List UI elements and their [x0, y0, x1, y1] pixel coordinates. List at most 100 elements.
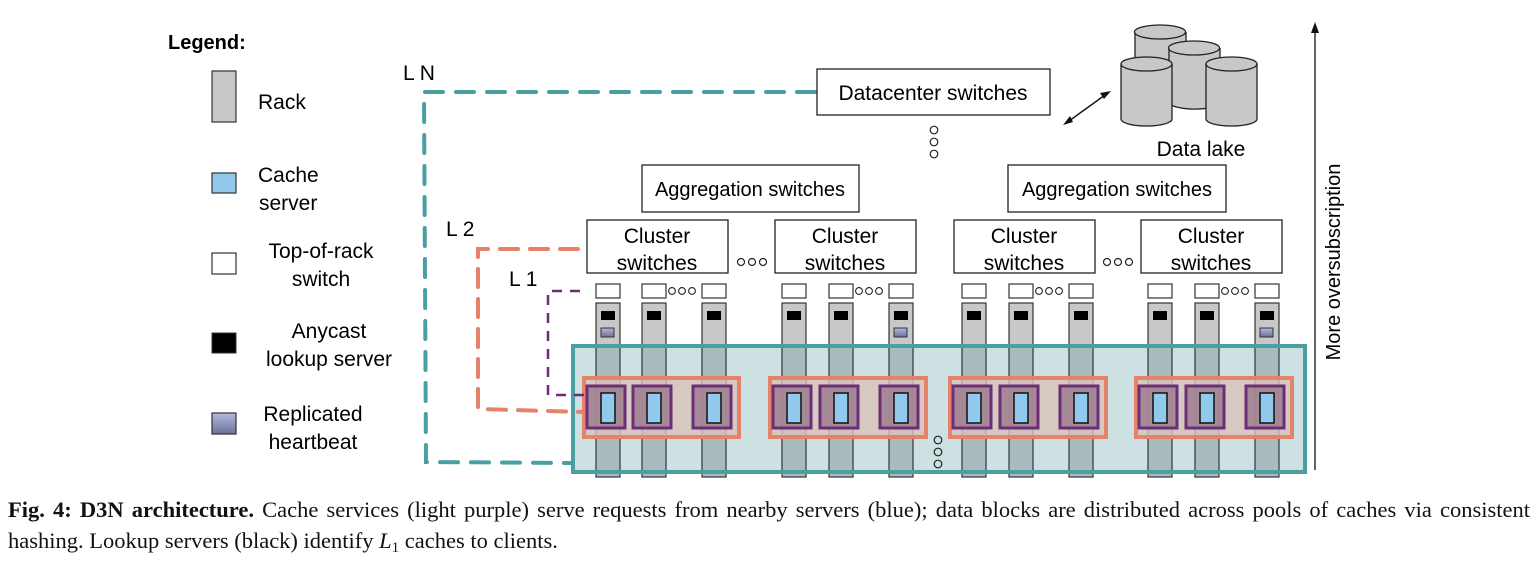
legend-label-cache-1: Cache: [258, 164, 319, 187]
tor-switch: [1194, 283, 1220, 299]
cluster-switches-label-3b: switches: [984, 252, 1065, 275]
lookup-server: [894, 311, 908, 320]
cache-server-icon: [211, 172, 237, 194]
rack: [888, 302, 914, 347]
legend-label-heartbeat-1: Replicated: [263, 403, 362, 426]
cache-server: [1259, 392, 1275, 424]
cache-server: [1073, 392, 1089, 424]
lookup-server: [1074, 311, 1088, 320]
datacenter-switches-box: [816, 68, 1051, 116]
tor-switch: [781, 283, 807, 299]
rack: [1194, 302, 1220, 347]
horizontal-ellipsis-cluster-1: [736, 257, 768, 267]
aggregation-switches-label-2: Aggregation switches: [1022, 179, 1212, 201]
lookup-server-icon: [211, 332, 237, 354]
lookup-server: [967, 311, 981, 320]
cluster-switches-label-1b: switches: [617, 252, 698, 275]
cache-server: [893, 392, 909, 424]
cluster-switches-label-4b: switches: [1171, 252, 1252, 275]
lookup-server: [787, 311, 801, 320]
tor-ellipsis-dot: [678, 287, 686, 295]
cluster-switches-label-1a: Cluster: [624, 225, 691, 248]
level-l2-label: L 2: [446, 218, 474, 241]
tor-ellipsis-dot: [1221, 287, 1229, 295]
rack: [595, 302, 621, 347]
cache-server: [1013, 392, 1029, 424]
level-ln-connector: L N: [403, 62, 817, 465]
oversubscription-arrow-icon: [1311, 22, 1319, 470]
cache-server: [786, 392, 802, 424]
rack-icon: [211, 70, 237, 123]
cache-server: [646, 392, 662, 424]
tor-ellipsis-dot: [1055, 287, 1063, 295]
legend-label-cache-2: server: [259, 192, 317, 215]
cache-server: [600, 392, 616, 424]
legend-label-tor-2: switch: [292, 268, 350, 291]
legend-label-lookup-1: Anycast: [292, 320, 367, 343]
cache-server: [706, 392, 722, 424]
data-lake-icon: [1120, 24, 1258, 127]
cluster-switches-label-2a: Cluster: [812, 225, 879, 248]
tor-ellipsis-dot: [1035, 287, 1043, 295]
tor-ellipsis-dot: [875, 287, 883, 295]
aggregation-switches-label-1: Aggregation switches: [655, 179, 845, 201]
legend-label-tor-1: Top-of-rack: [268, 240, 374, 263]
lookup-server: [1014, 311, 1028, 320]
level-ln-label: L N: [403, 62, 435, 85]
tor-switch-icon: [211, 252, 237, 275]
vertical-ellipsis-bottom: [933, 435, 943, 469]
cylinder-icon: [1120, 56, 1173, 127]
cylinder-icon: [1205, 56, 1258, 127]
tor-ellipsis-dot: [865, 287, 873, 295]
rack: [1008, 302, 1034, 347]
lookup-server: [1260, 311, 1274, 320]
replicated-heartbeat: [893, 327, 908, 338]
data-lake-label: Data lake: [1157, 138, 1246, 161]
rack: [701, 302, 727, 347]
cache-server: [966, 392, 982, 424]
heartbeat-icon: [211, 412, 237, 435]
d3n-architecture-diagram: Legend: Rack Cache server Top-of-rack sw…: [168, 22, 1345, 478]
lookup-server: [601, 311, 615, 320]
tor-switch: [1068, 283, 1094, 299]
cache-server: [833, 392, 849, 424]
level-l1-connector: L 1: [509, 268, 592, 397]
tor-switch: [595, 283, 621, 299]
tor-ellipsis-dot: [1045, 287, 1053, 295]
tor-ellipsis-dot: [688, 287, 696, 295]
tor-ellipsis-dot: [1241, 287, 1249, 295]
caption-math-base: L: [379, 528, 392, 553]
tor-switch: [641, 283, 667, 299]
l2-dashed-line: [476, 247, 585, 414]
cluster-switches-label-3a: Cluster: [991, 225, 1058, 248]
tor-ellipsis-dot: [1231, 287, 1239, 295]
caption-text-2: caches to clients.: [399, 528, 558, 553]
cluster-switches-2: Cluster switches: [774, 219, 917, 275]
cluster-switches-4: Cluster switches: [1140, 219, 1283, 275]
level-l1-label: L 1: [509, 268, 537, 291]
tor-ellipsis-dot: [855, 287, 863, 295]
lookup-server: [707, 311, 721, 320]
rack: [1147, 302, 1173, 347]
rack: [1068, 302, 1094, 347]
legend-title: Legend:: [168, 32, 246, 54]
tor-switch: [1147, 283, 1173, 299]
rack: [961, 302, 987, 347]
lookup-server: [647, 311, 661, 320]
vertical-ellipsis-top: [929, 125, 939, 159]
legend-label-lookup-2: lookup server: [266, 348, 392, 371]
pools-group: [582, 376, 1294, 439]
tor-switch: [1008, 283, 1034, 299]
rack: [781, 302, 807, 347]
datacenter-switches-label: Datacenter switches: [838, 82, 1027, 105]
tor-switch: [828, 283, 854, 299]
tor-switch: [888, 283, 914, 299]
replicated-heartbeat: [1259, 327, 1274, 338]
aggregation-switches-box-1: [641, 164, 860, 213]
rack: [1254, 302, 1280, 347]
oversubscription-label: More oversubscription: [1323, 164, 1345, 361]
ln-pool-border: [571, 344, 1307, 474]
cache-server: [1152, 392, 1168, 424]
rack: [641, 302, 667, 347]
cache-server: [1199, 392, 1215, 424]
